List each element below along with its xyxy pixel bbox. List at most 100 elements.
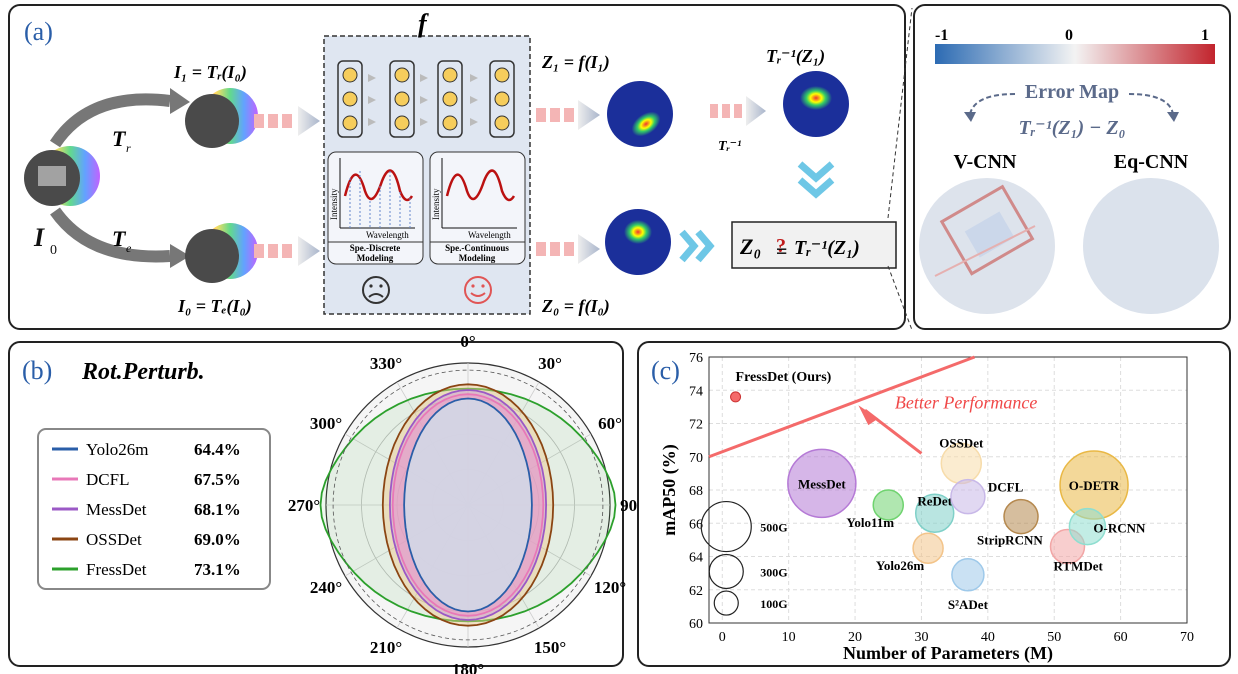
angle-tick-label: 0°	[460, 332, 475, 351]
x-tick-label: 70	[1180, 630, 1194, 645]
comparison-box	[731, 221, 897, 269]
y-tick-label: 70	[689, 451, 703, 466]
bubble-label: S²ADet	[948, 597, 989, 612]
svg-text:Intensity: Intensity	[329, 188, 339, 220]
bubble-label: MessDet	[798, 476, 846, 491]
angle-tick-label: 240°	[310, 578, 342, 597]
angle-tick-label: 60°	[598, 414, 622, 433]
bubble-point	[951, 558, 985, 592]
feature-map-z1	[607, 81, 673, 147]
x-tick-label: 20	[848, 630, 862, 645]
colorbar-mid: 0	[1065, 27, 1073, 44]
angle-tick-label: 180°	[452, 660, 484, 674]
colorbar-min: -1	[935, 27, 948, 44]
y-tick-label: 60	[689, 617, 703, 632]
legend-name: MessDet	[86, 500, 147, 519]
legend-name: Yolo26m	[86, 440, 149, 459]
eqcnn-label: Eq-CNN	[1114, 151, 1189, 173]
rotated-image-i1	[185, 88, 258, 148]
arrow-to-f-bottom	[254, 236, 320, 266]
tinv-label: Tᵣ⁻¹	[718, 139, 741, 154]
y-tick-label: 64	[689, 551, 703, 566]
colorbar-max: 1	[1201, 27, 1209, 44]
te-label: T	[112, 226, 127, 251]
size-legend-circle	[708, 553, 744, 590]
panel-c-label: (c)	[651, 356, 680, 385]
eq-i0: I₀ = Tₑ(I₀)	[177, 296, 252, 317]
angle-tick-label: 30°	[538, 354, 562, 373]
label-fressdet: FressDet (Ours)	[736, 370, 832, 385]
eq-inverse: Tᵣ⁻¹(Z₁)	[766, 46, 825, 67]
x-tick-label: 10	[782, 630, 796, 645]
legend-value: 67.5%	[194, 470, 241, 489]
continuous-modeling-plot	[429, 151, 526, 265]
panel-b-title: Rot.Perturb.	[81, 359, 205, 385]
panel-a-figure: (a) I 0 T r T e I₁ = Tᵣ(I₀) I₀ = Tₑ(I₀)	[24, 9, 897, 317]
better-performance-label: Better Performance	[895, 393, 1037, 413]
arrow-from-f-top	[536, 100, 600, 130]
error-map-title: Error Map	[1025, 81, 1119, 103]
svg-text:Wavelength: Wavelength	[366, 230, 409, 240]
y-tick-label: 62	[689, 584, 703, 599]
x-tick-label: 0	[719, 630, 726, 645]
compare-equals: =	[776, 241, 787, 263]
arrow-to-f-top	[254, 106, 320, 136]
x-axis-label: Number of Parameters (M)	[843, 643, 1053, 664]
eq-i1: I₁ = Tᵣ(I₀)	[173, 62, 247, 83]
error-map-figure: -1 0 1 Error Map Tᵣ⁻¹(Z₁) − Z₀ V-CNN Eq-…	[919, 27, 1219, 314]
transformed-image-i0	[185, 223, 258, 283]
network-layers	[337, 60, 515, 138]
discrete-modeling-plot	[327, 151, 424, 265]
bubble-label: O-RCNN	[1093, 521, 1146, 536]
bubble-point	[787, 448, 857, 519]
svg-text:r: r	[126, 141, 131, 155]
i0-label: I	[33, 223, 45, 252]
bubble-point	[912, 532, 944, 564]
arrow-from-f-bottom	[536, 234, 600, 264]
eq-z1: Z₁ = f(I₁)	[541, 52, 610, 73]
eq-z0: Z₀ = f(I₀)	[541, 296, 610, 317]
bubble-label: O-DETR	[1069, 478, 1120, 493]
f-title: f	[418, 9, 429, 38]
chevron-down-icon	[797, 161, 835, 199]
bubble-point	[914, 493, 955, 534]
feature-map-z0	[605, 209, 671, 275]
vcnn-label: V-CNN	[954, 151, 1018, 173]
y-tick-label: 76	[689, 351, 703, 366]
panel-a: (a) I 0 T r T e I₁ = Tᵣ(I₀) I₀ = Tₑ(I₀)	[8, 4, 906, 330]
bubble-point	[1003, 498, 1039, 535]
y-tick-label: 66	[689, 517, 703, 532]
performance-frontier-line	[708, 355, 976, 459]
size-legend-circle	[713, 590, 739, 616]
tr-label: T	[112, 126, 127, 151]
te-arrow	[50, 207, 171, 263]
radar-series-yolo26m	[403, 397, 533, 613]
size-legend-label: 100G	[760, 597, 787, 611]
size-legend-label: 300G	[760, 565, 787, 579]
angle-tick-label: 150°	[534, 638, 566, 657]
svg-text:Modeling: Modeling	[459, 253, 496, 263]
x-tick-label: 30	[914, 630, 928, 645]
legend-name: DCFL	[86, 470, 129, 489]
bubble-point	[872, 489, 904, 521]
svg-text:Spe.-Discrete: Spe.-Discrete	[350, 243, 401, 253]
compare-right: Tᵣ⁻¹(Z₁)	[794, 237, 860, 259]
bubble-label: ReDet	[917, 493, 952, 508]
inverse-rotation-arrow	[710, 96, 766, 126]
svg-text:Spe.-Continuous: Spe.-Continuous	[445, 243, 509, 253]
y-tick-label: 72	[689, 418, 703, 433]
y-axis-label: mAP50 (%)	[659, 444, 680, 535]
angle-tick-label: 300°	[310, 414, 342, 433]
bubble-label: Yolo26m	[876, 558, 925, 573]
svg-text:Wavelength: Wavelength	[468, 230, 511, 240]
x-tick-label: 50	[1047, 630, 1061, 645]
svg-text:Modeling: Modeling	[357, 253, 394, 263]
angle-tick-label: 330°	[370, 354, 402, 373]
bubble-label: StripRCNN	[977, 533, 1043, 548]
bubble-label: RTMDet	[1054, 559, 1104, 574]
legend-value: 68.1%	[194, 500, 241, 519]
